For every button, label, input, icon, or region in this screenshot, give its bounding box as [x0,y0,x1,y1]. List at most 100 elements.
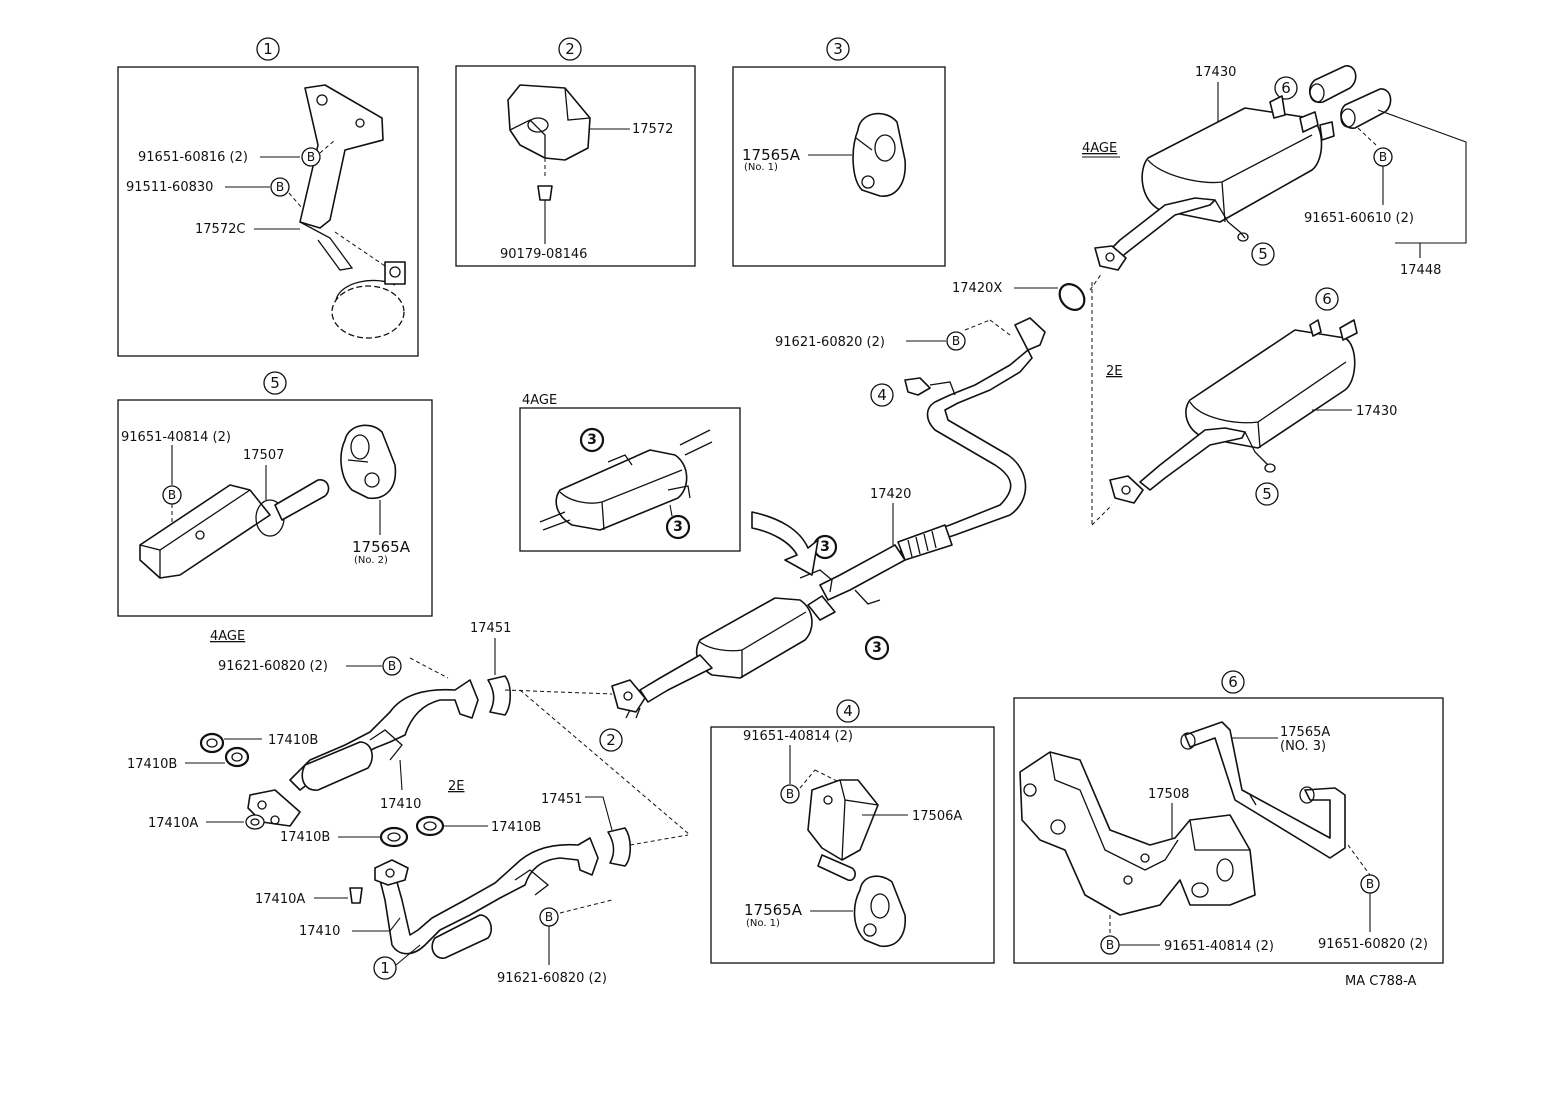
rubber-mount-17572 [507,84,591,201]
detail-frame-4 [710,726,995,964]
callout-circle-1-front [373,956,397,980]
rubber-hanger-17565a [852,112,906,197]
label-17420x: 17420X [952,281,1002,296]
label-17410b-a: 17410B [268,733,318,748]
label-91511-60830: 91511-60830 [126,180,213,195]
label-4age-front: 4AGE [210,629,245,644]
label-17430-4age: 17430 [1195,65,1236,80]
label-17508: 17508 [1148,787,1189,802]
flex-joint [897,524,953,561]
label-17565a-no2: 17565A [352,538,411,556]
label-17565a-no1-note: (No. 1) [744,162,778,173]
bolt-b-letter-center: B [952,334,960,348]
callout-circle-4-box [836,699,860,723]
label-17506a: 17506A [912,809,962,824]
callout-number-1-front: 1 [380,959,390,977]
muffler-inlet-pipe-2e [1109,427,1276,504]
detail-frame-3 [732,66,946,267]
front-exhaust-pipes: 4AGE 91621-60820 (2) B 17451 2 17410B 17… [127,621,691,986]
muffler-inlet-pipe-4age [1094,197,1249,271]
hanger-bracket-17508 [1019,751,1256,916]
callout-number-5-2e: 5 [1262,485,1272,503]
exhaust-pipe-clamp [331,231,406,339]
front-pipe-17410-4age [247,679,479,827]
callout-number-1: 1 [263,40,273,58]
callout-number-4-box: 4 [843,702,853,720]
label-17565a-no2-note: (No. 2) [354,555,388,566]
label-17565a-box4-note: (No. 1) [746,918,780,929]
label-91651-40814-box6: 91651-40814 (2) [1164,939,1274,954]
label-17410-b: 17410 [299,924,340,939]
bolt-b-letter-front: B [388,659,396,673]
callout-number-6-2e: 6 [1322,290,1332,308]
drawing-number: MA C788-A [1345,974,1417,989]
center-exhaust-pipe-17420: 91621-60820 (2) B 4 17420 [611,317,1046,719]
hanger-rod-17565a [1180,721,1346,859]
inset-4age-title: 4AGE [522,393,557,408]
label-91621-60820-front: 91621-60820 (2) [218,659,328,674]
rubber-hanger-17565a-box4 [853,875,906,947]
label-91651-40814-box4: 91651-40814 (2) [743,729,853,744]
inset-4age-frame [519,407,741,552]
tailpipe-2e-assembly: 6 2E 17430 5 [1106,287,1397,506]
detail-box-5: 5 91651-40814 (2) B 17507 17565A (No. 2) [117,371,433,617]
callout-number-4-center: 4 [877,386,887,404]
nut-17410a-b [349,887,363,904]
detail-box-4: 4 91651-40814 (2) B 17506A 17565A (No. 1… [710,699,995,964]
label-17448: 17448 [1400,263,1441,278]
callout-number-5-top: 5 [1258,245,1268,263]
label-17572c: 17572C [195,222,245,237]
callout-number-2: 2 [565,40,575,58]
callout-number-3-pipe-bottom: 3 [872,640,882,656]
label-91651-60820-box6: 91651-60820 (2) [1318,937,1428,952]
label-17430-2e: 17430 [1356,404,1397,419]
bolt-b-icon-center [946,331,966,351]
bolt-b-letter-front-bottom: B [545,910,553,924]
hanger-bracket-17506a [807,779,879,882]
label-17565a-no3: 17565A [1280,725,1330,740]
callout-number-2-front: 2 [606,731,616,749]
label-17410b-d: 17410B [491,820,541,835]
nut-b-icon [270,177,290,197]
callout-circle-5-top [1251,242,1275,266]
label-17507: 17507 [243,448,284,463]
label-91621-60820-top: 91621-60820 (2) [775,335,885,350]
bolt-b-icon-box4 [780,784,800,804]
front-pipe-17410-2e [374,837,599,959]
label-17410a-a: 17410A [148,816,198,831]
label-91651-40814-box5: 91651-40814 (2) [121,430,231,445]
bolt-b-letter-box6-right: B [1366,877,1374,891]
label-2e-front: 2E [448,779,465,794]
callout-circle-2 [558,37,582,61]
callout-number-3: 3 [833,40,843,58]
callout-number-5-box: 5 [270,374,280,392]
sub-muffler [695,595,836,679]
callout-circle-3-inset-top [579,427,605,453]
callout-circle-5-box [263,371,287,395]
detail-frame-6 [1013,697,1444,964]
label-91621-60820-bottom: 91621-60820 (2) [497,971,607,986]
bolt-b-letter-box6-left: B [1106,938,1114,952]
callout-number-3-pipe-top: 3 [820,539,830,555]
bolt-b-letter-box4: B [786,787,794,801]
label-17451-a: 17451 [470,621,511,636]
bolt-b-letter: B [307,150,315,164]
tail-pipe-tips-17448 [1308,65,1392,129]
callout-circle-6-top [1274,76,1298,100]
callout-number-6-top: 6 [1281,79,1291,97]
bolt-b-icon [301,147,321,167]
callout-number-6-box: 6 [1228,673,1238,691]
callout-circle-2-front [599,728,623,752]
detail-box-2: 2 17572 90179-08146 [455,37,696,267]
gasket-17451-a [487,675,512,716]
tailpipe-4age-assembly: 17430 4AGE 6 5 [1082,65,1467,278]
callout-circle-3-pipe-bottom [864,635,890,661]
label-17410a-b: 17410A [255,892,305,907]
detail-frame-1 [117,66,419,357]
detail-frame-2 [455,65,696,267]
exhaust-hanger-bracket [299,84,384,271]
detail-frame-5 [117,399,433,617]
label-17572: 17572 [632,122,673,137]
gasket-17420x: 17420X [952,272,1113,526]
